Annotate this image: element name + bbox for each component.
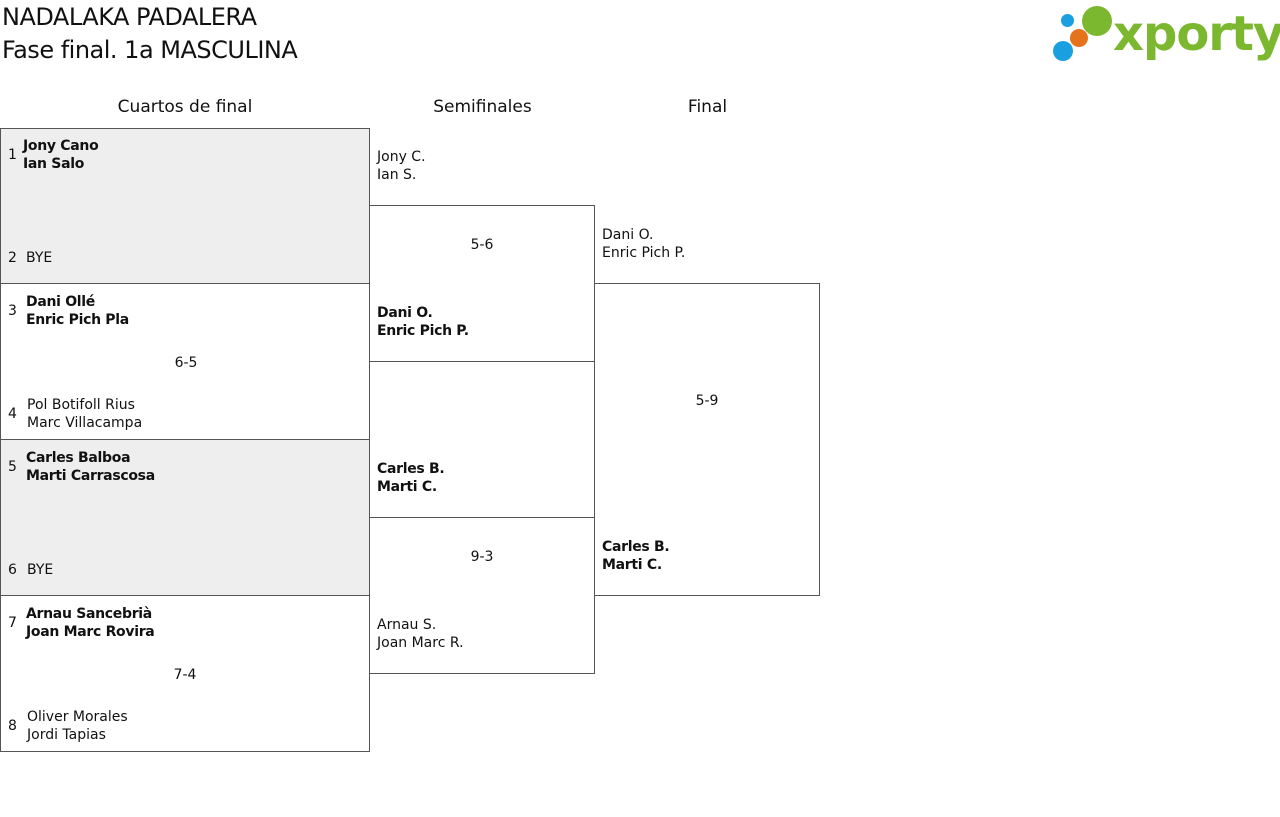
player-name: Marc Villacampa: [27, 415, 143, 431]
player-name: Ian S.: [377, 167, 417, 183]
logo-text: xporty: [1113, 6, 1280, 62]
seed-number: 8: [8, 718, 17, 734]
team-top: Dani Ollé Enric Pich Pla: [26, 293, 129, 329]
player-name: Enric Pich Pla: [26, 312, 129, 328]
player-name: BYE: [27, 562, 54, 578]
logo-dot-blue: [1053, 41, 1073, 61]
logo-dot-blue-small: [1061, 14, 1074, 27]
semifinal-match-1: 5-6 Dani O. Enric Pich P.: [369, 205, 595, 362]
player-name: Joan Marc Rovira: [26, 624, 155, 640]
team-bottom: Oliver Morales Jordi Tapias: [27, 708, 128, 744]
player-name: Marti C.: [377, 479, 437, 495]
player-name: Carles B.: [602, 539, 670, 555]
match-score: 5-6: [470, 237, 494, 253]
match-score: 5-9: [695, 393, 719, 409]
team-bottom: Pol Botifoll Rius Marc Villacampa: [27, 396, 142, 432]
player-name: Joan Marc R.: [377, 635, 464, 651]
player-name: Pol Botifoll Rius: [27, 397, 135, 413]
match-score: 6-5: [174, 355, 198, 371]
quarterfinal-match-2: 3 Dani Ollé Enric Pich Pla 6-5 4 Pol Bot…: [0, 283, 370, 440]
seed-number: 2: [8, 250, 17, 266]
player-name: Dani O.: [602, 227, 654, 243]
player-name: Enric Pich P.: [377, 323, 469, 339]
round-header-semifinals: Semifinales: [433, 97, 532, 117]
quarterfinal-match-1: 1 Jony Cano Ian Salo 2 BYE: [0, 128, 370, 284]
round-header-quarterfinals: Cuartos de final: [117, 97, 253, 117]
player-name: Marti Carrascosa: [26, 468, 155, 484]
seed-number: 1: [8, 147, 17, 163]
player-name: Carles Balboa: [26, 450, 131, 466]
team-top: Arnau Sancebrià Joan Marc Rovira: [26, 605, 155, 641]
player-name: Arnau Sancebrià: [26, 606, 152, 622]
semifinal-1-team-top: Jony C. Ian S.: [377, 148, 426, 184]
final-team-top: Dani O. Enric Pich P.: [602, 226, 685, 262]
quarterfinal-match-4: 7 Arnau Sancebrià Joan Marc Rovira 7-4 8…: [0, 595, 370, 752]
team-bottom: Dani O. Enric Pich P.: [377, 304, 469, 340]
seed-number: 5: [8, 459, 17, 475]
semifinal-2-team-top: Carles B. Marti C.: [377, 460, 445, 496]
seed-number: 3: [8, 303, 17, 319]
logo-dot-green: [1082, 6, 1112, 36]
xporty-logo[interactable]: xporty: [1050, 4, 1280, 66]
player-name: Oliver Morales: [27, 709, 128, 725]
semifinal-match-2: 9-3 Arnau S. Joan Marc R.: [369, 517, 595, 674]
team-bottom: Carles B. Marti C.: [602, 538, 670, 574]
final-match: 5-9 Carles B. Marti C.: [594, 283, 820, 596]
tournament-title: NADALAKA PADALERA: [2, 3, 257, 31]
team-top: Jony Cano Ian Salo: [23, 137, 99, 173]
player-name: Jordi Tapias: [27, 727, 106, 743]
player-name: Marti C.: [602, 557, 662, 573]
player-name: Jony Cano: [23, 138, 99, 154]
phase-subtitle: Fase final. 1a MASCULINA: [2, 36, 298, 64]
player-name: Jony C.: [377, 149, 426, 165]
player-name: Dani O.: [377, 305, 433, 321]
team-top: Carles Balboa Marti Carrascosa: [26, 449, 155, 485]
player-name: Dani Ollé: [26, 294, 96, 310]
player-name: Carles B.: [377, 461, 445, 477]
player-name: Arnau S.: [377, 617, 437, 633]
round-header-final: Final: [687, 97, 728, 117]
player-name: Ian Salo: [23, 156, 85, 172]
player-name: BYE: [26, 250, 53, 266]
quarterfinal-match-3: 5 Carles Balboa Marti Carrascosa 6 BYE: [0, 439, 370, 596]
seed-number: 7: [8, 615, 17, 631]
seed-number: 6: [8, 562, 17, 578]
match-score: 7-4: [173, 667, 197, 683]
team-bottom: Arnau S. Joan Marc R.: [377, 616, 464, 652]
seed-number: 4: [8, 406, 17, 422]
team-bottom: BYE: [26, 249, 52, 267]
match-score: 9-3: [470, 549, 494, 565]
player-name: Enric Pich P.: [602, 245, 686, 261]
logo-dot-orange: [1070, 29, 1088, 47]
team-bottom: BYE: [27, 561, 53, 579]
